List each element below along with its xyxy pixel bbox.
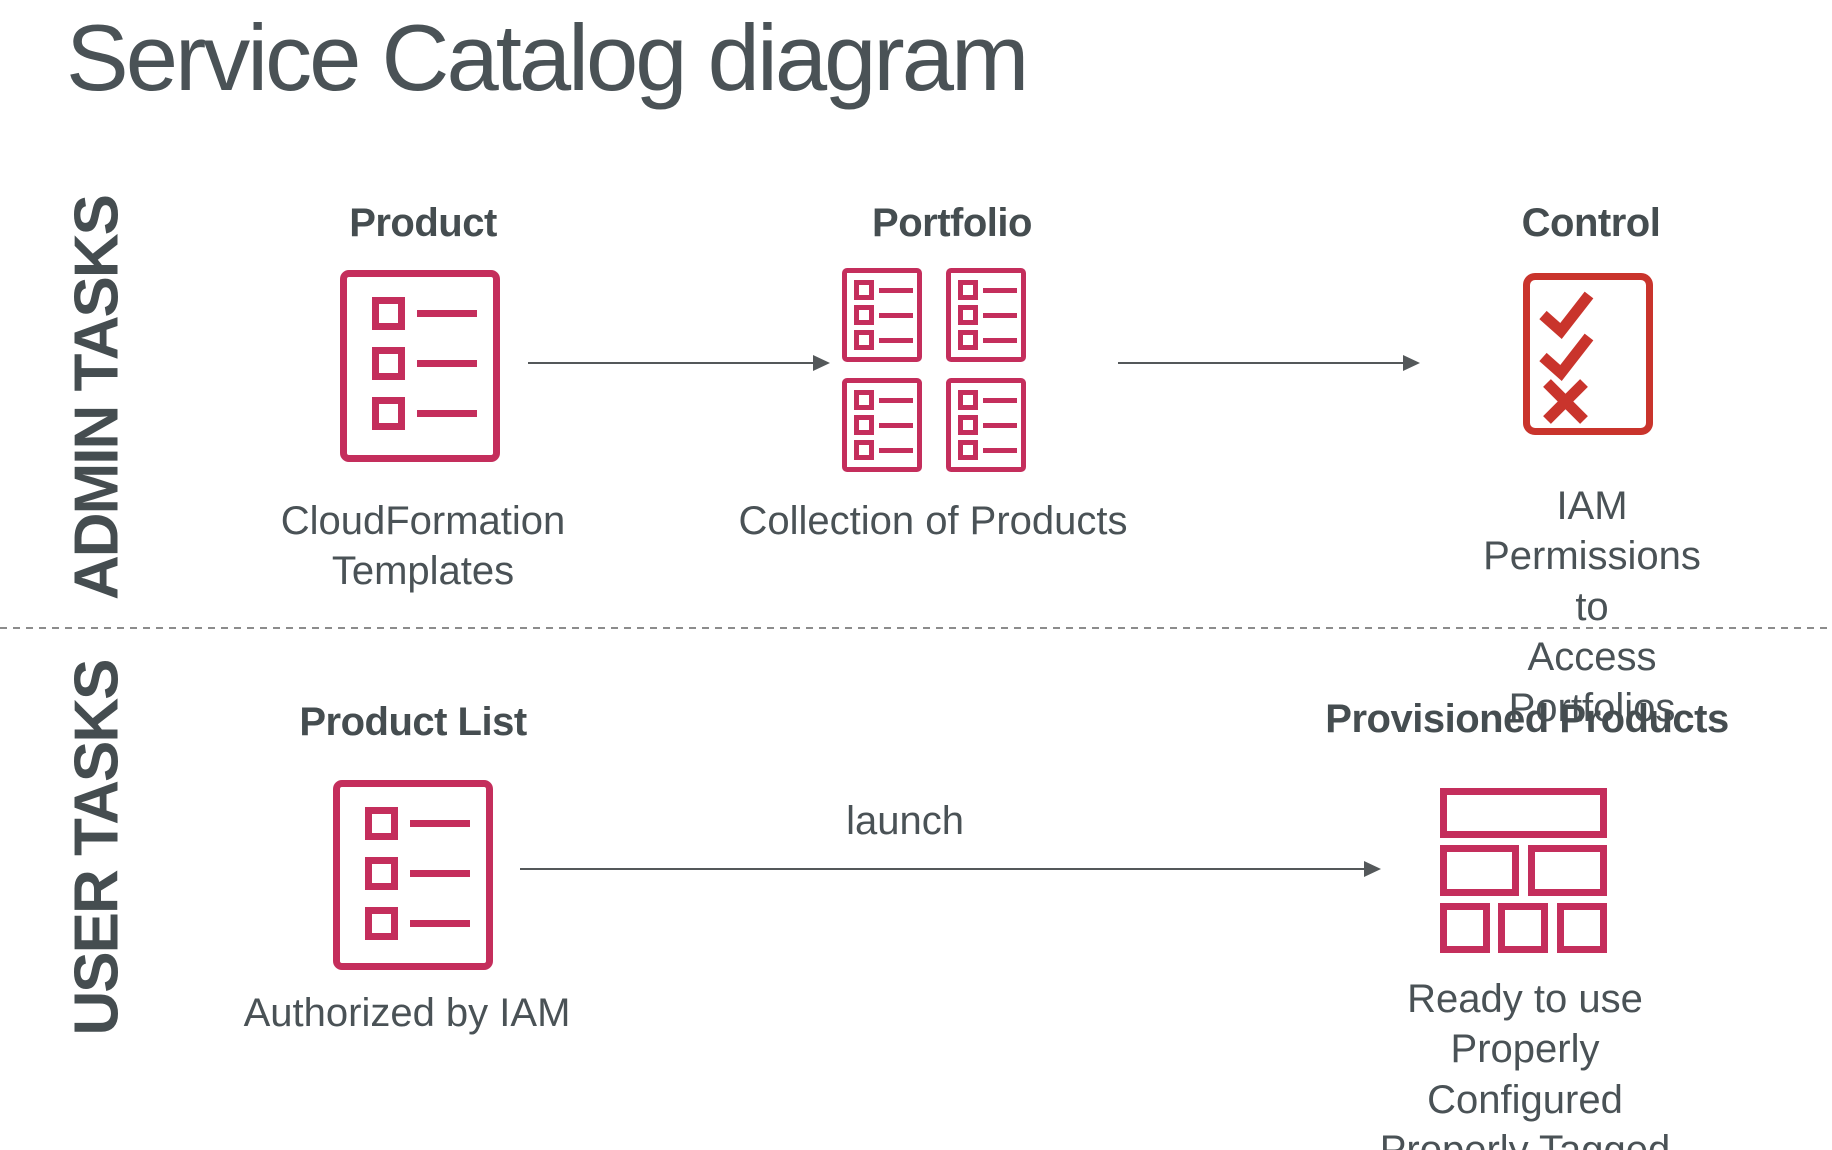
list-bullet-square <box>365 907 398 940</box>
product-list-title: Product List <box>299 700 527 744</box>
check-icon <box>1539 333 1594 382</box>
arrow-head-icon <box>813 355 830 371</box>
list-bullet-square <box>854 440 874 460</box>
admin-tasks-label: ADMIN TASKS <box>62 196 132 600</box>
control-title: Control <box>1521 201 1661 245</box>
provisioned-products-icon <box>1440 788 1607 953</box>
list-bullet-square <box>372 397 405 430</box>
arrow-shaft <box>1118 362 1404 364</box>
portfolio-title: Portfolio <box>872 201 1032 245</box>
product-title: Product <box>349 201 497 245</box>
brick <box>1498 903 1548 953</box>
list-line <box>417 410 477 417</box>
list-bullet-square <box>958 440 978 460</box>
list-line <box>410 920 470 927</box>
list-bullet-square <box>958 280 978 300</box>
user-tasks-label: USER TASKS <box>62 660 132 1036</box>
list-row <box>365 807 486 840</box>
list-bullet-square <box>958 415 978 435</box>
control-checklist-icon <box>1523 273 1653 435</box>
brick <box>1440 788 1607 838</box>
list-bullet-square <box>958 305 978 325</box>
list-line <box>983 422 1017 428</box>
check-icon <box>1539 291 1594 340</box>
list-bullet-square <box>365 857 398 890</box>
list-bullet-square <box>365 807 398 840</box>
provisioned-products-caption: Ready to use Properly Configured Properl… <box>1380 977 1671 1150</box>
list-line <box>879 287 913 293</box>
brick <box>1440 903 1490 953</box>
section-divider <box>0 627 1832 629</box>
list-line <box>983 337 1017 343</box>
list-line <box>983 287 1017 293</box>
list-row <box>365 907 486 940</box>
user-product-list-icon <box>333 780 493 970</box>
list-bullet-square <box>854 390 874 410</box>
list-line <box>983 312 1017 318</box>
x-icon <box>1543 379 1588 424</box>
portfolio-product-icon <box>946 268 1026 362</box>
portfolio-caption: Collection of Products <box>738 499 1128 543</box>
checklist-marks-icon <box>1539 291 1594 424</box>
portfolio-icon <box>842 268 1026 472</box>
list-line <box>879 337 913 343</box>
list-bullet-square <box>372 347 405 380</box>
launch-arrow-label: launch <box>846 799 964 843</box>
brick <box>1528 845 1607 896</box>
list-row <box>372 347 493 380</box>
control-caption: IAM Permissions to Access Portfolios <box>1483 484 1701 730</box>
page-title: Service Catalog diagram <box>66 5 1029 110</box>
arrow-head-icon <box>1403 355 1420 371</box>
brick <box>1440 845 1519 896</box>
list-bullet-square <box>372 297 405 330</box>
arrow-shaft <box>528 362 814 364</box>
list-row <box>372 397 493 430</box>
product-caption: CloudFormation Templates <box>280 499 566 594</box>
list-row <box>372 297 493 330</box>
list-line <box>410 870 470 877</box>
list-line <box>879 422 913 428</box>
list-line <box>879 397 913 403</box>
brick <box>1557 903 1607 953</box>
list-bullet-square <box>958 390 978 410</box>
list-line <box>417 310 477 317</box>
list-bullet-square <box>854 330 874 350</box>
list-line <box>410 820 470 827</box>
arrow-head-icon <box>1364 861 1381 877</box>
portfolio-product-icon <box>842 268 922 362</box>
list-line <box>983 397 1017 403</box>
list-line <box>879 447 913 453</box>
list-bullet-square <box>854 280 874 300</box>
product-list-icon <box>340 270 500 462</box>
product-list-caption: Authorized by IAM <box>243 991 571 1035</box>
list-bullet-square <box>854 415 874 435</box>
list-row <box>365 857 486 890</box>
list-line <box>879 312 913 318</box>
list-line <box>417 360 477 367</box>
portfolio-product-icon <box>842 378 922 472</box>
list-bullet-square <box>958 330 978 350</box>
arrow-shaft <box>520 868 1365 870</box>
list-line <box>983 447 1017 453</box>
list-bullet-square <box>854 305 874 325</box>
portfolio-product-icon <box>946 378 1026 472</box>
provisioned-products-title: Provisioned Products <box>1325 697 1729 741</box>
